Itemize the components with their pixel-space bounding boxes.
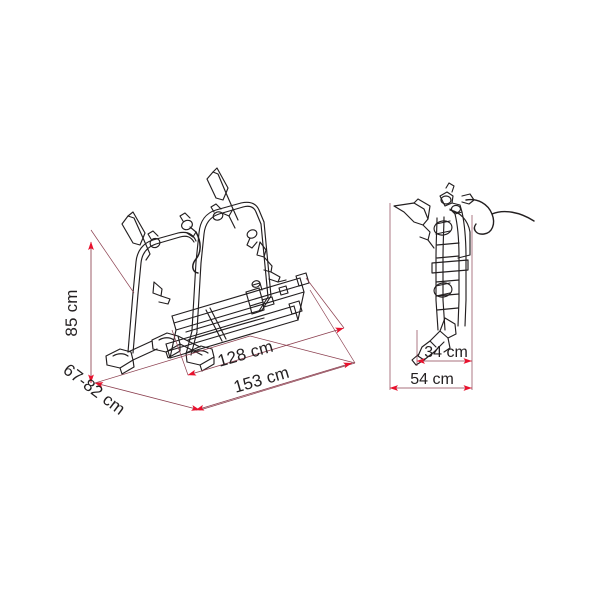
front-upright-arch [127, 231, 197, 354]
rail-end-stops [278, 272, 310, 315]
clamp-fittings [147, 203, 258, 249]
side-cover-plate [449, 209, 471, 259]
side-view-rack-drawing [393, 182, 535, 366]
side-upper-hub [433, 220, 453, 236]
upper-bike-arm [206, 167, 239, 229]
side-view-dimension-lines [389, 203, 473, 391]
side-lower-wheel-holder [411, 317, 457, 366]
side-upper-left-arm [393, 198, 435, 249]
left-bike-arm [121, 211, 151, 261]
side-hanging-cable [465, 198, 535, 235]
side-lower-hub [433, 282, 453, 298]
hanging-strap [192, 231, 201, 274]
right-wheel-holder [256, 241, 287, 283]
dim-line-overall-length [195, 362, 353, 411]
rear-upright-arch [191, 201, 272, 332]
isometric-dimension-lines [88, 229, 356, 411]
left-wheel-holder [152, 281, 171, 305]
side-support-band [431, 259, 469, 274]
dim-label-inner-width: 34 cm [424, 344, 468, 361]
dim-line-depth [94, 382, 201, 411]
side-top-clamps [439, 182, 475, 215]
dim-label-outer-width: 54 cm [410, 371, 454, 388]
dim-label-height: 85 cm [62, 289, 81, 336]
